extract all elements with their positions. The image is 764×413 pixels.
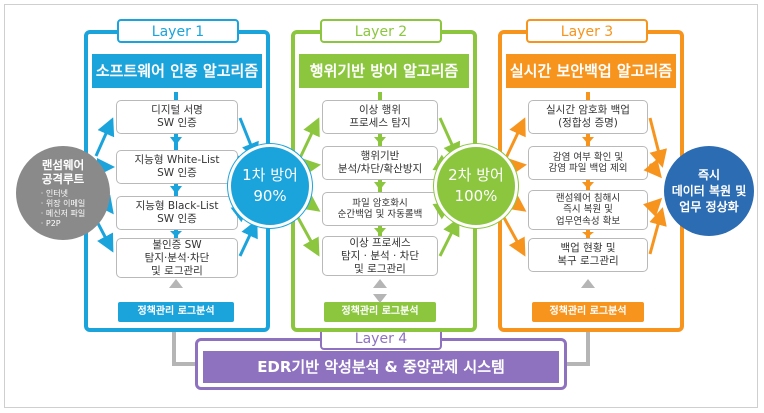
defense1-circle: 1차 방어 90% — [228, 144, 312, 228]
defense2-circle: 2차 방어 100% — [434, 144, 518, 228]
defense2-label: 2차 방어 — [448, 166, 504, 184]
attack-items: · 인터넷· 위장 이메일· 메신저 파일· P2P — [40, 188, 86, 228]
defense1-pct: 90% — [253, 187, 287, 205]
log-up-arrows — [169, 279, 595, 303]
layer3-title: 실시간 보안백업 알고리즘 — [506, 54, 676, 88]
layer2-tab: Layer 2 — [320, 19, 442, 43]
layer2-title: 행위기반 방어 알고리즘 — [299, 54, 469, 88]
layer1-log-button[interactable]: 정책관리 로그분석 — [118, 302, 234, 322]
layer3-tab: Layer 3 — [526, 19, 648, 43]
layer3-out-arrows — [643, 117, 668, 255]
diagram-frame — [4, 4, 758, 408]
layer1-title: 소프트웨어 인증 알고리즘 — [92, 54, 262, 88]
defense1-label: 1차 방어 — [242, 166, 298, 184]
layer4-title: EDR기반 악성분석 & 중앙관제 시스템 — [203, 351, 559, 383]
layer1-tab: Layer 1 — [117, 19, 239, 43]
layer3-step-1: 실시간 암호화 백업(정합성 증명) — [528, 100, 648, 134]
layer3-log-button[interactable]: 정책관리 로그분석 — [532, 302, 644, 322]
step-down-arrows — [170, 137, 594, 237]
defense2-pct: 100% — [454, 187, 498, 205]
layer2-log-button[interactable]: 정책관리 로그분석 — [324, 302, 436, 322]
